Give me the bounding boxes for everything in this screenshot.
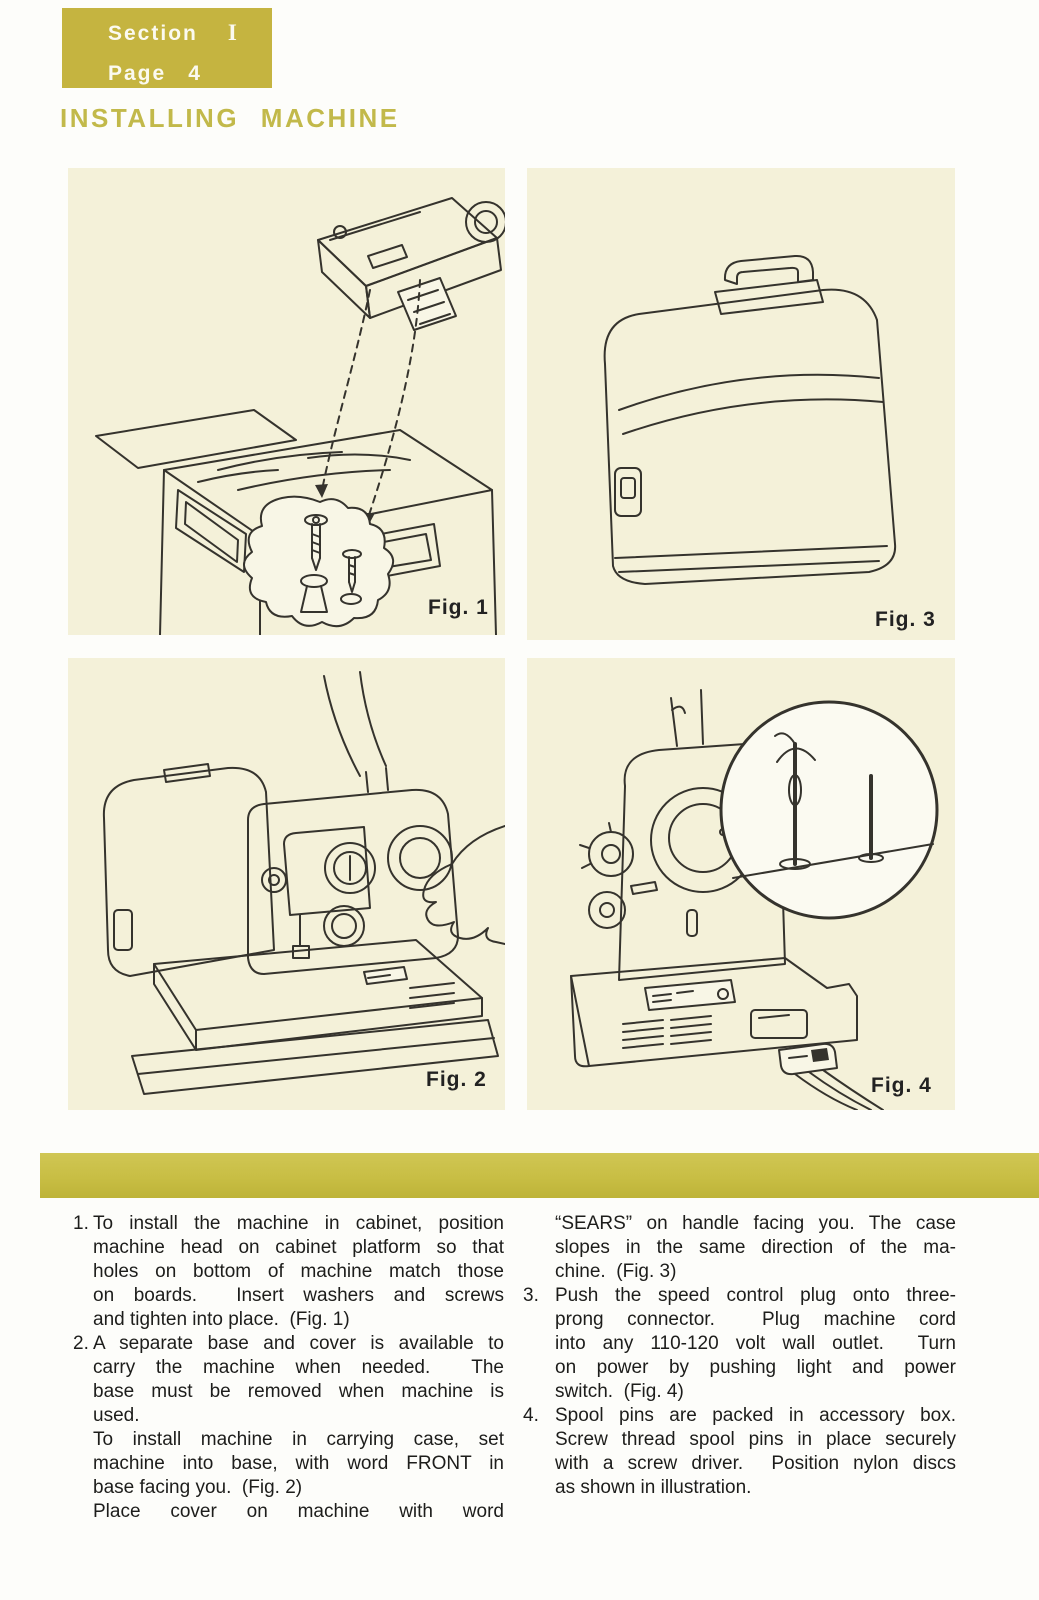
fig4-inset-drawing (719, 700, 939, 920)
instruction-text: and tighten into place. (Fig. 1) (93, 1309, 350, 1330)
instruction-line: into any 110-120 volt wall outlet. Turn (523, 1332, 956, 1356)
instruction-line: as shown in illustration. (523, 1476, 956, 1500)
list-item-number: 4. (523, 1405, 539, 1426)
page-number: 4 (188, 62, 202, 85)
instruction-line: prong connector. Plug machine cord (523, 1308, 956, 1332)
figure-panel-fig4: Fig. 4 (527, 658, 955, 1110)
fig1-machine-base-drawing (315, 197, 505, 526)
instruction-line: switch. (Fig. 4) (523, 1380, 956, 1404)
fig3-illustration (603, 254, 897, 585)
section-number: I (227, 20, 239, 45)
instruction-text: A separate base and cover is available t… (93, 1333, 504, 1354)
fig3-label: Fig. 3 (875, 608, 936, 631)
instruction-line: Screw thread spool pins in place securel… (523, 1428, 956, 1452)
fig2-arm-drawing (323, 671, 387, 777)
fig4-label: Fig. 4 (871, 1074, 932, 1097)
fig4-illustration (570, 689, 939, 1110)
instruction-text: To install machine in carrying case, set (93, 1429, 504, 1450)
instruction-text: carry the machine when needed. The (93, 1357, 504, 1378)
figure-panel-fig3: Fig. 3 (527, 168, 955, 640)
instructions-left-column: 1.To install the machine in cabinet, pos… (73, 1212, 504, 1524)
instruction-text: holes on bottom of machine match those (93, 1261, 504, 1282)
fig4-base-drawing (570, 957, 884, 1110)
instruction-text: prong connector. Plug machine cord (555, 1309, 956, 1330)
instruction-text: base must be removed when machine is (93, 1381, 504, 1402)
instruction-text: on boards. Insert washers and screws (93, 1285, 504, 1306)
fig2-illustration (102, 671, 505, 1095)
instruction-line: 2.A separate base and cover is available… (73, 1332, 504, 1356)
instruction-line: Place cover on machine with word (73, 1500, 504, 1524)
fig1-label: Fig. 1 (428, 596, 489, 619)
figure-panel-fig1: Fig. 1 (68, 168, 505, 635)
fig2-hand-drawing (422, 825, 505, 945)
instructions-right-column: “SEARS” on handle facing you. The case sl… (523, 1212, 956, 1500)
instruction-text: “SEARS” on handle facing you. The case (555, 1213, 956, 1234)
badge-section-row: Section I (108, 18, 272, 49)
instruction-line: machine head on cabinet platform so that (73, 1236, 504, 1260)
instruction-text: as shown in illustration. (555, 1477, 752, 1498)
fig2-base-drawing (131, 939, 499, 1095)
instruction-text: switch. (Fig. 4) (555, 1381, 684, 1402)
section-page-badge: Section I Page 4 (62, 8, 272, 88)
fig2-label: Fig. 2 (426, 1068, 487, 1091)
instruction-line: on boards. Insert washers and screws (73, 1284, 504, 1308)
instruction-text: machine into base, with word FRONT in (93, 1453, 504, 1474)
instruction-line: holes on bottom of machine match those (73, 1260, 504, 1284)
instruction-text: Place cover on machine with word (93, 1501, 504, 1522)
list-item-number: 1. (73, 1213, 89, 1234)
instruction-text: slopes in the same direction of the ma- (555, 1237, 956, 1258)
fig2-cover-drawing (102, 763, 275, 977)
instruction-line: on power by pushing light and power (523, 1356, 956, 1380)
fig2-machine-drawing (247, 767, 459, 975)
instruction-line: chine. (Fig. 3) (523, 1260, 956, 1284)
badge-page-row: Page 4 (108, 59, 272, 89)
instruction-text: with a screw driver. Position nylon disc… (555, 1453, 956, 1474)
instruction-text: base facing you. (Fig. 2) (93, 1477, 303, 1498)
instruction-text: machine head on cabinet platform so that (93, 1237, 504, 1258)
instruction-line: slopes in the same direction of the ma- (523, 1236, 956, 1260)
instruction-line: machine into base, with word FRONT in (73, 1452, 504, 1476)
fig1-screws-drawing (243, 495, 395, 628)
page-title: INSTALLING MACHINE (60, 103, 400, 133)
instruction-line: base facing you. (Fig. 2) (73, 1476, 504, 1500)
instruction-line: with a screw driver. Position nylon disc… (523, 1452, 956, 1476)
instruction-line: base must be removed when machine is (73, 1380, 504, 1404)
page-label: Page (108, 62, 167, 85)
instruction-line: 3. Push the speed control plug onto three… (523, 1284, 956, 1308)
figure-panel-fig2: Fig. 2 (68, 658, 505, 1110)
fig3-case-drawing (603, 254, 897, 585)
instruction-text: on power by pushing light and power (555, 1357, 956, 1378)
instruction-line: “SEARS” on handle facing you. The case (523, 1212, 956, 1236)
instruction-line: To install machine in carrying case, set (73, 1428, 504, 1452)
instruction-text: used. (93, 1405, 140, 1426)
instruction-text: into any 110-120 volt wall outlet. Turn (555, 1333, 956, 1354)
instruction-line: 4. Spool pins are packed in accessory box… (523, 1404, 956, 1428)
instruction-text: Screw thread spool pins in place securel… (555, 1429, 956, 1450)
section-label: Section (108, 22, 198, 45)
instruction-line: used. (73, 1404, 504, 1428)
instruction-line: carry the machine when needed. The (73, 1356, 504, 1380)
instruction-text: chine. (Fig. 3) (555, 1261, 677, 1282)
instruction-text: Push the speed control plug onto three- (555, 1285, 956, 1306)
instruction-text: To install the machine in cabinet, posit… (93, 1213, 504, 1234)
list-item-number: 3. (523, 1285, 539, 1306)
fig1-illustration (95, 197, 505, 635)
instruction-text: Spool pins are packed in accessory box. (555, 1405, 956, 1426)
instruction-line: 1.To install the machine in cabinet, pos… (73, 1212, 504, 1236)
divider-band (40, 1153, 1039, 1198)
list-item-number: 2. (73, 1333, 89, 1354)
instruction-line: and tighten into place. (Fig. 1) (73, 1308, 504, 1332)
